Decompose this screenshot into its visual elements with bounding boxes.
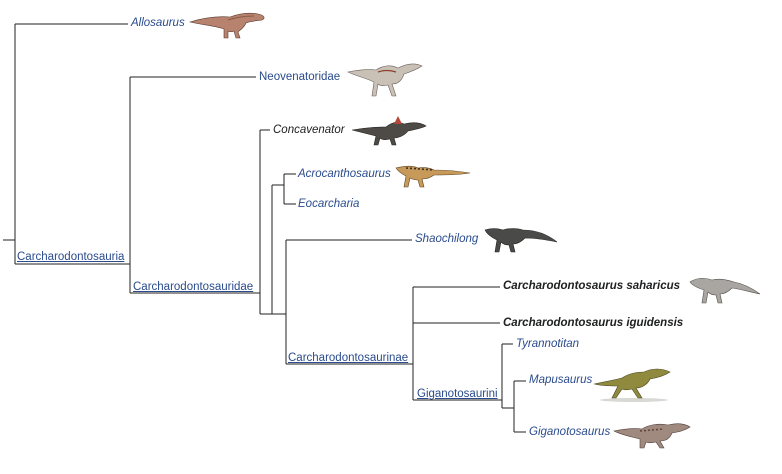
taxon-carcharodontosaurus-iguidensis[interactable]: Carcharodontosaurus iguidensis xyxy=(503,317,684,329)
taxon-giganotosaurus[interactable]: Giganotosaurus xyxy=(529,426,611,438)
carcharodontosaurus-illustration[interactable] xyxy=(688,272,762,304)
acrocanthosaurus-illustration[interactable] xyxy=(394,160,472,188)
allosaurus-illustration[interactable] xyxy=(188,6,268,40)
taxon-mapusaurus[interactable]: Mapusaurus xyxy=(529,374,593,386)
taxon-acrocanthosaurus[interactable]: Acrocanthosaurus xyxy=(298,168,391,180)
taxon-tyrannotitan[interactable]: Tyrannotitan xyxy=(516,338,580,350)
giganotosaurus-illustration[interactable] xyxy=(612,417,692,449)
taxon-concavenator[interactable]: Concavenator xyxy=(273,124,345,136)
clade-carcharodontosauria[interactable]: Carcharodontosauria xyxy=(17,251,125,263)
clade-carcharodontosauridae[interactable]: Carcharodontosauridae xyxy=(133,281,254,293)
shaochilong-illustration[interactable] xyxy=(483,224,559,254)
clade-giganotosaurini[interactable]: Giganotosaurini xyxy=(417,388,498,400)
taxon-shaochilong[interactable]: Shaochilong xyxy=(415,233,479,245)
clade-carcharodontosaurinae[interactable]: Carcharodontosaurinae xyxy=(288,352,409,364)
neovenatoridae-illustration[interactable] xyxy=(346,58,424,98)
taxon-carcharodontosaurus-saharicus[interactable]: Carcharodontosaurus saharicus xyxy=(503,280,681,292)
taxon-allosaurus[interactable]: Allosaurus xyxy=(131,17,185,29)
taxon-neovenatoridae[interactable]: Neovenatoridae xyxy=(259,71,341,83)
mapusaurus-illustration[interactable] xyxy=(592,362,672,402)
concavenator-illustration[interactable] xyxy=(350,112,428,146)
taxon-eocarcharia[interactable]: Eocarcharia xyxy=(298,198,360,210)
